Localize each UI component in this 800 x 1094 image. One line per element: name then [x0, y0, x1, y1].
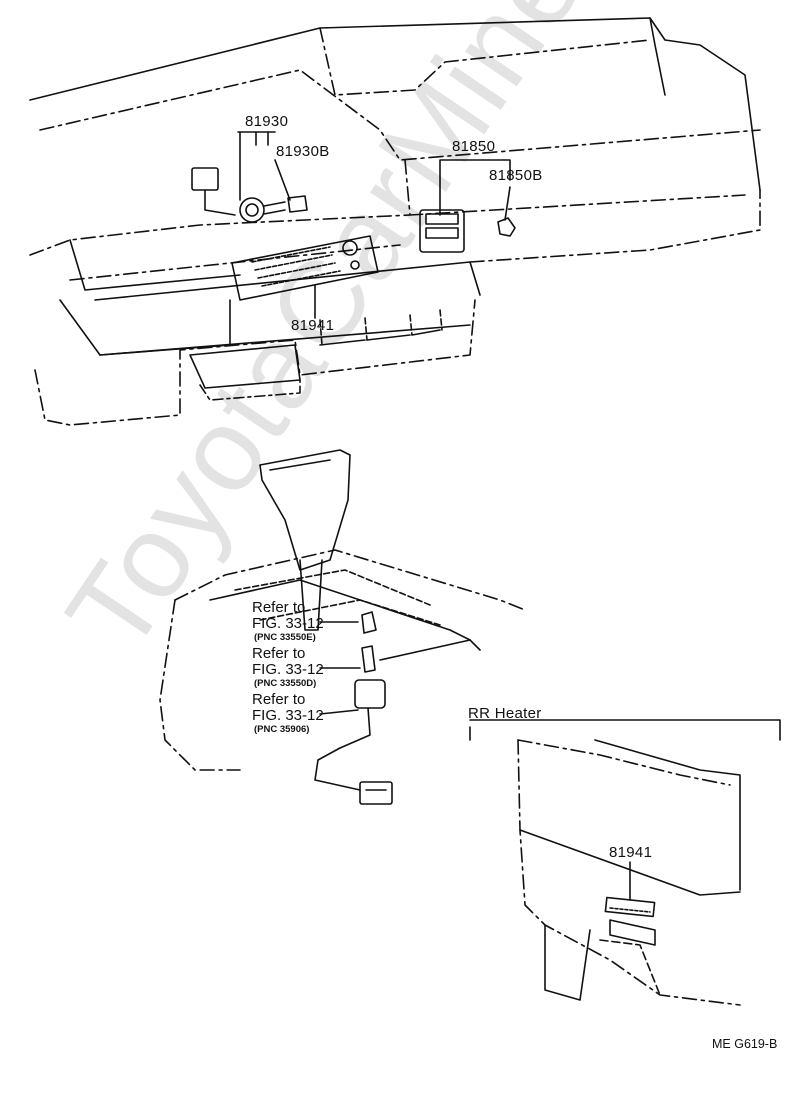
part-label-81941-dash: 81941 [291, 317, 335, 334]
refer-to-text: Refer to [252, 599, 306, 616]
pnc-ref-text: (PNC 35906) [254, 724, 310, 735]
figure-ref-text: FIG. 33-12 [252, 661, 324, 678]
pnc-ref-text: (PNC 33550E) [254, 632, 316, 643]
pnc-ref-text: (PNC 33550D) [254, 678, 317, 689]
part-label-81930b: 81930B [276, 143, 330, 160]
part-label-81941-rr-heater: 81941 [609, 844, 653, 861]
figure-ref-text: FIG. 33-12 [252, 707, 324, 724]
refer-to-text: Refer to [252, 691, 306, 708]
part-label-81850: 81850 [452, 138, 496, 155]
figure-code: ME G619-B [712, 1037, 778, 1051]
part-label-81930: 81930 [245, 113, 289, 130]
figure-ref-text: FIG. 33-12 [252, 615, 324, 632]
refer-to-text: Refer to [252, 645, 306, 662]
rr-heater-section-label: RR Heater [468, 705, 542, 722]
part-label-81850b: 81850B [489, 167, 543, 184]
